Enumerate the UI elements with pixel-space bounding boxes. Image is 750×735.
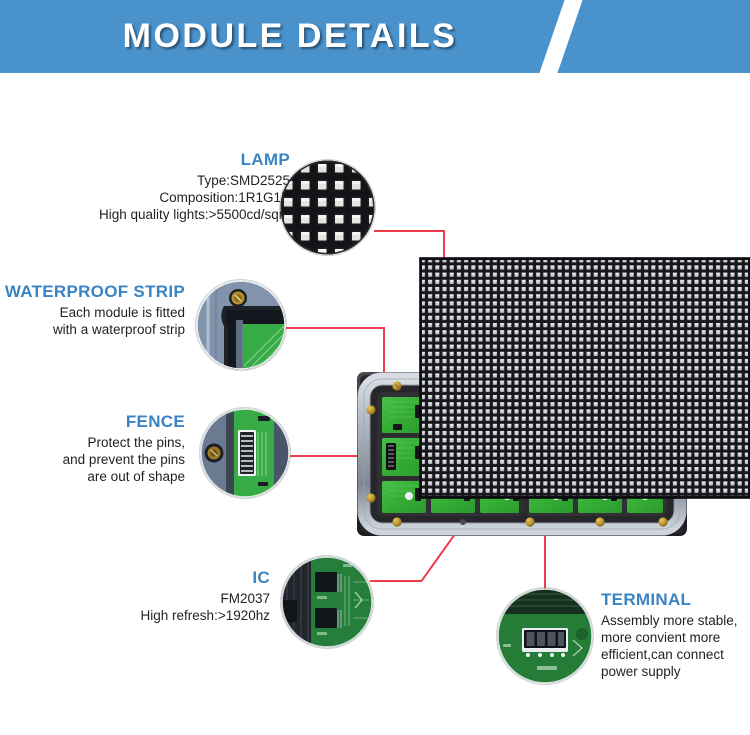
- callout-waterproof-strip: WATERPROOF STRIP Each module is fitted w…: [0, 282, 185, 338]
- callout-lamp: LAMP Type:SMD2525 Composition:1R1G1B Hig…: [40, 150, 290, 223]
- callout-fence: FENCE Protect the pins, and prevent the …: [45, 412, 185, 485]
- connector-line-waterproof-h: [286, 327, 384, 329]
- led-module-illustration: [357, 257, 750, 536]
- waterproof-strip-corner-closeup-image: [196, 280, 286, 370]
- connector-line-waterproof-v: [383, 327, 385, 382]
- detail-circle-lamp: [280, 160, 375, 255]
- callout-ic-body: FM2037 High refresh:>1920hz: [140, 590, 270, 623]
- callout-fence-body: Protect the pins, and prevent the pins a…: [62, 434, 185, 484]
- connector-line-lamp-v: [443, 230, 445, 270]
- fence-connector-closeup-image: [200, 408, 290, 498]
- callout-terminal-body: Assembly more stable, more convient more…: [601, 612, 738, 679]
- callout-terminal: TERMINAL Assembly more stable, more conv…: [601, 590, 750, 680]
- connector-line-ic-h: [370, 580, 422, 582]
- callout-lamp-title: LAMP: [240, 150, 290, 169]
- led-module-assembly: [355, 250, 750, 540]
- detail-circle-terminal: [497, 588, 593, 684]
- led-lamp-grid-closeup-image: [280, 160, 375, 255]
- callout-terminal-title: TERMINAL: [601, 590, 692, 609]
- ic-chips-closeup-image: [281, 556, 373, 648]
- callout-lamp-body: Type:SMD2525 Composition:1R1G1B High qua…: [99, 172, 290, 222]
- callout-fence-title: FENCE: [125, 412, 185, 431]
- detail-circle-waterproof-strip: [196, 280, 286, 370]
- callout-ic-title: IC: [252, 568, 270, 587]
- callout-waterproof-strip-title: WATERPROOF STRIP: [4, 282, 185, 301]
- page-title: MODULE DETAILS: [122, 17, 458, 55]
- detail-circle-fence: [200, 408, 290, 498]
- connector-line-fence-h: [290, 455, 400, 457]
- page-header: MODULE DETAILS: [0, 0, 750, 73]
- module-front-led-panel: [419, 257, 750, 499]
- header-underline: [0, 73, 750, 76]
- terminal-4pin-connector-closeup-image: [497, 588, 593, 684]
- callout-waterproof-strip-body: Each module is fitted with a waterproof …: [52, 304, 185, 337]
- connector-line-lamp-h: [374, 230, 444, 232]
- detail-circle-ic: [281, 556, 373, 648]
- callout-ic: IC FM2037 High refresh:>1920hz: [95, 568, 270, 624]
